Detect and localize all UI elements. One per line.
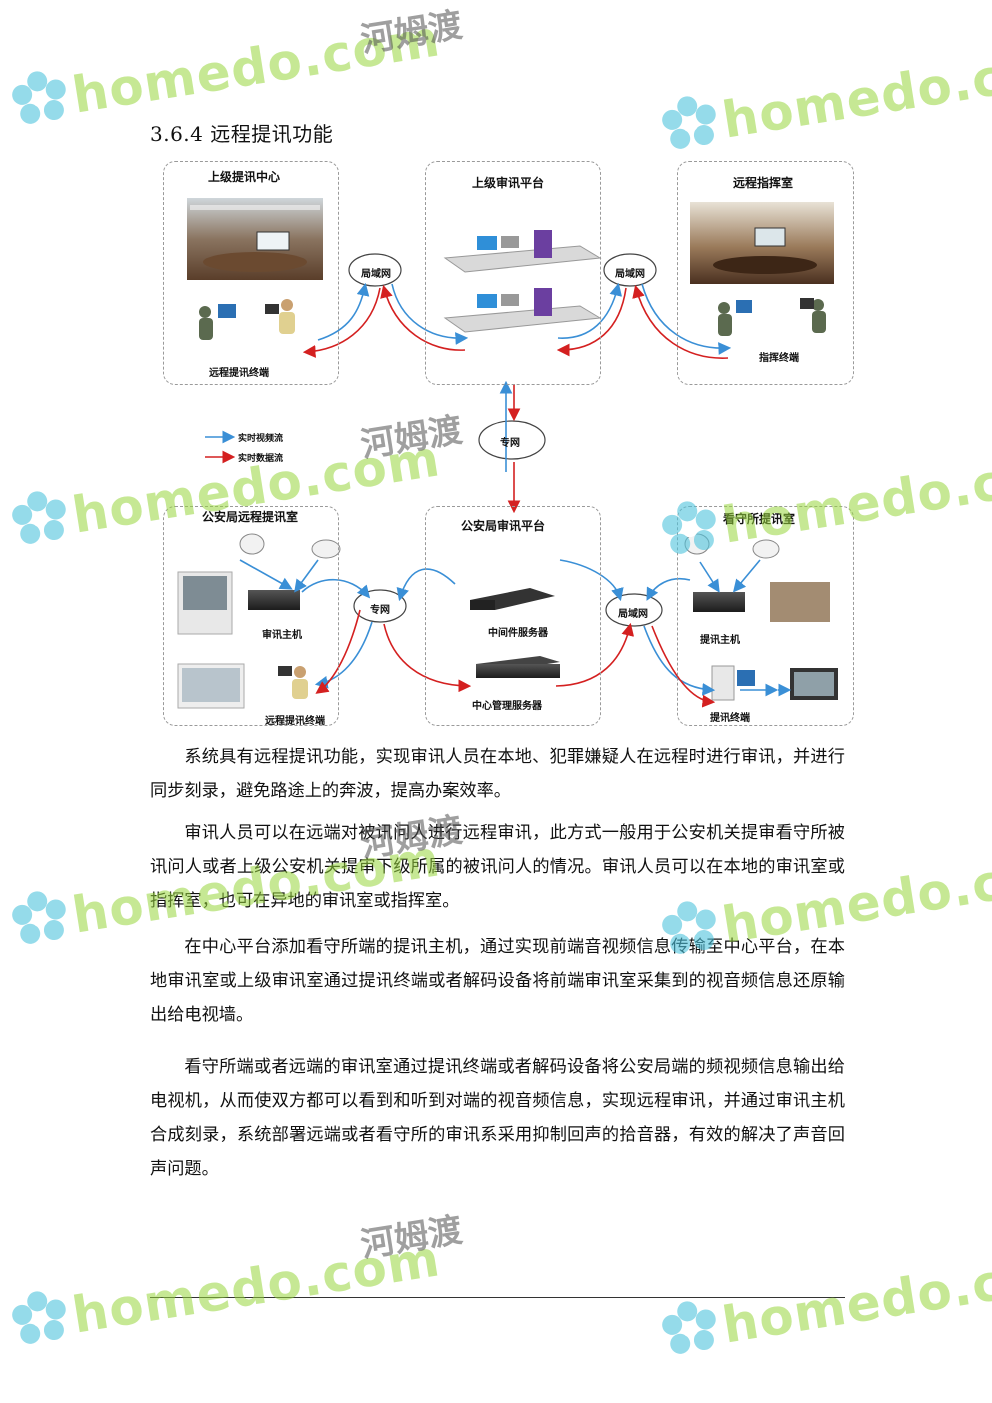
label-arraign-host: 提讯主机 [700, 635, 740, 646]
box-detention-room [677, 506, 854, 726]
label-command-terminal: 指挥终端 [759, 353, 799, 364]
flower-icon [12, 1291, 66, 1344]
flower-icon [12, 891, 66, 944]
box-upper-arraign-center [163, 161, 339, 385]
video-stream-arrows [239, 282, 792, 697]
box-title-upper-platform: 上级审讯平台 [472, 176, 545, 190]
box-title-bureau-platform: 公安局审讯平台 [461, 519, 546, 533]
network-diagram: 上级提讯中心 上级审讯平台 远程指挥室 公安局远程提讯室 公安局审讯平台 看守所… [163, 161, 854, 727]
cloud-lan-bottom-right: 局域网 [618, 609, 648, 620]
diagram-svg [177, 198, 838, 709]
bureau-platform-servers [470, 588, 560, 678]
cloud-lan-left: 局域网 [361, 269, 391, 280]
box-title-command-room: 远程指挥室 [733, 176, 794, 190]
box-title-bureau-remote-room: 公安局远程提讯室 [202, 510, 299, 524]
conference-room-photo [187, 198, 323, 280]
label-central-mgmt-server: 中心管理服务器 [472, 701, 542, 712]
section-heading: 3.6.4 远程提讯功能 [150, 122, 334, 146]
box-command-room [677, 161, 854, 385]
label-interrogation-host: 审讯主机 [262, 630, 302, 641]
interrogation-room-devices [177, 533, 341, 709]
box-upper-platform [425, 161, 601, 385]
box-bureau-platform [425, 506, 601, 726]
cloud-lan-right: 局域网 [615, 269, 645, 280]
watermark-brand-cn: 河姆渡 [358, 1210, 466, 1266]
operator-figure [199, 298, 826, 340]
data-stream-arrows [302, 284, 729, 708]
box-bureau-remote-room [163, 506, 339, 726]
paragraph-2: 审讯人员可以在远端对被讯问人进行远程审讯，此方式一般用于公安机关提审看守所被讯问… [150, 823, 845, 911]
label-middleware-server: 中间件服务器 [488, 628, 548, 639]
paragraph-4: 看守所端或者远端的审讯室通过提讯终端或者解码设备将公安局端的频视频信息输出给电视… [150, 1057, 845, 1179]
label-remote-terminal-bottom: 远程提讯终端 [265, 716, 325, 727]
command-room-photo [690, 202, 834, 284]
legend-arrows [205, 430, 236, 464]
clouds [348, 253, 663, 627]
paragraph-1: 系统具有远程提讯功能，实现审讯人员在本地、犯罪嫌疑人在远程时进行审讯，并进行同步… [150, 747, 845, 801]
legend-data-stream: 实时数据流 [238, 454, 284, 464]
label-arraign-terminal: 提讯终端 [710, 713, 750, 724]
flower-icon [662, 1301, 716, 1354]
footer-rule [150, 1297, 845, 1298]
cloud-private-left: 专网 [370, 605, 390, 616]
box-title-upper-arraign-center: 上级提讯中心 [208, 170, 281, 184]
legend-video-stream: 实时视频流 [238, 434, 284, 444]
upper-platform-servers [443, 230, 602, 333]
paragraph-3: 在中心平台添加看守所端的提讯主机，通过实现前端音视频信息传输至中心平台，在本地审… [150, 937, 845, 1025]
label-remote-terminal-top: 远程提讯终端 [209, 368, 269, 379]
cloud-private-center: 专网 [500, 438, 520, 449]
box-title-detention-room: 看守所提讯室 [723, 512, 796, 526]
